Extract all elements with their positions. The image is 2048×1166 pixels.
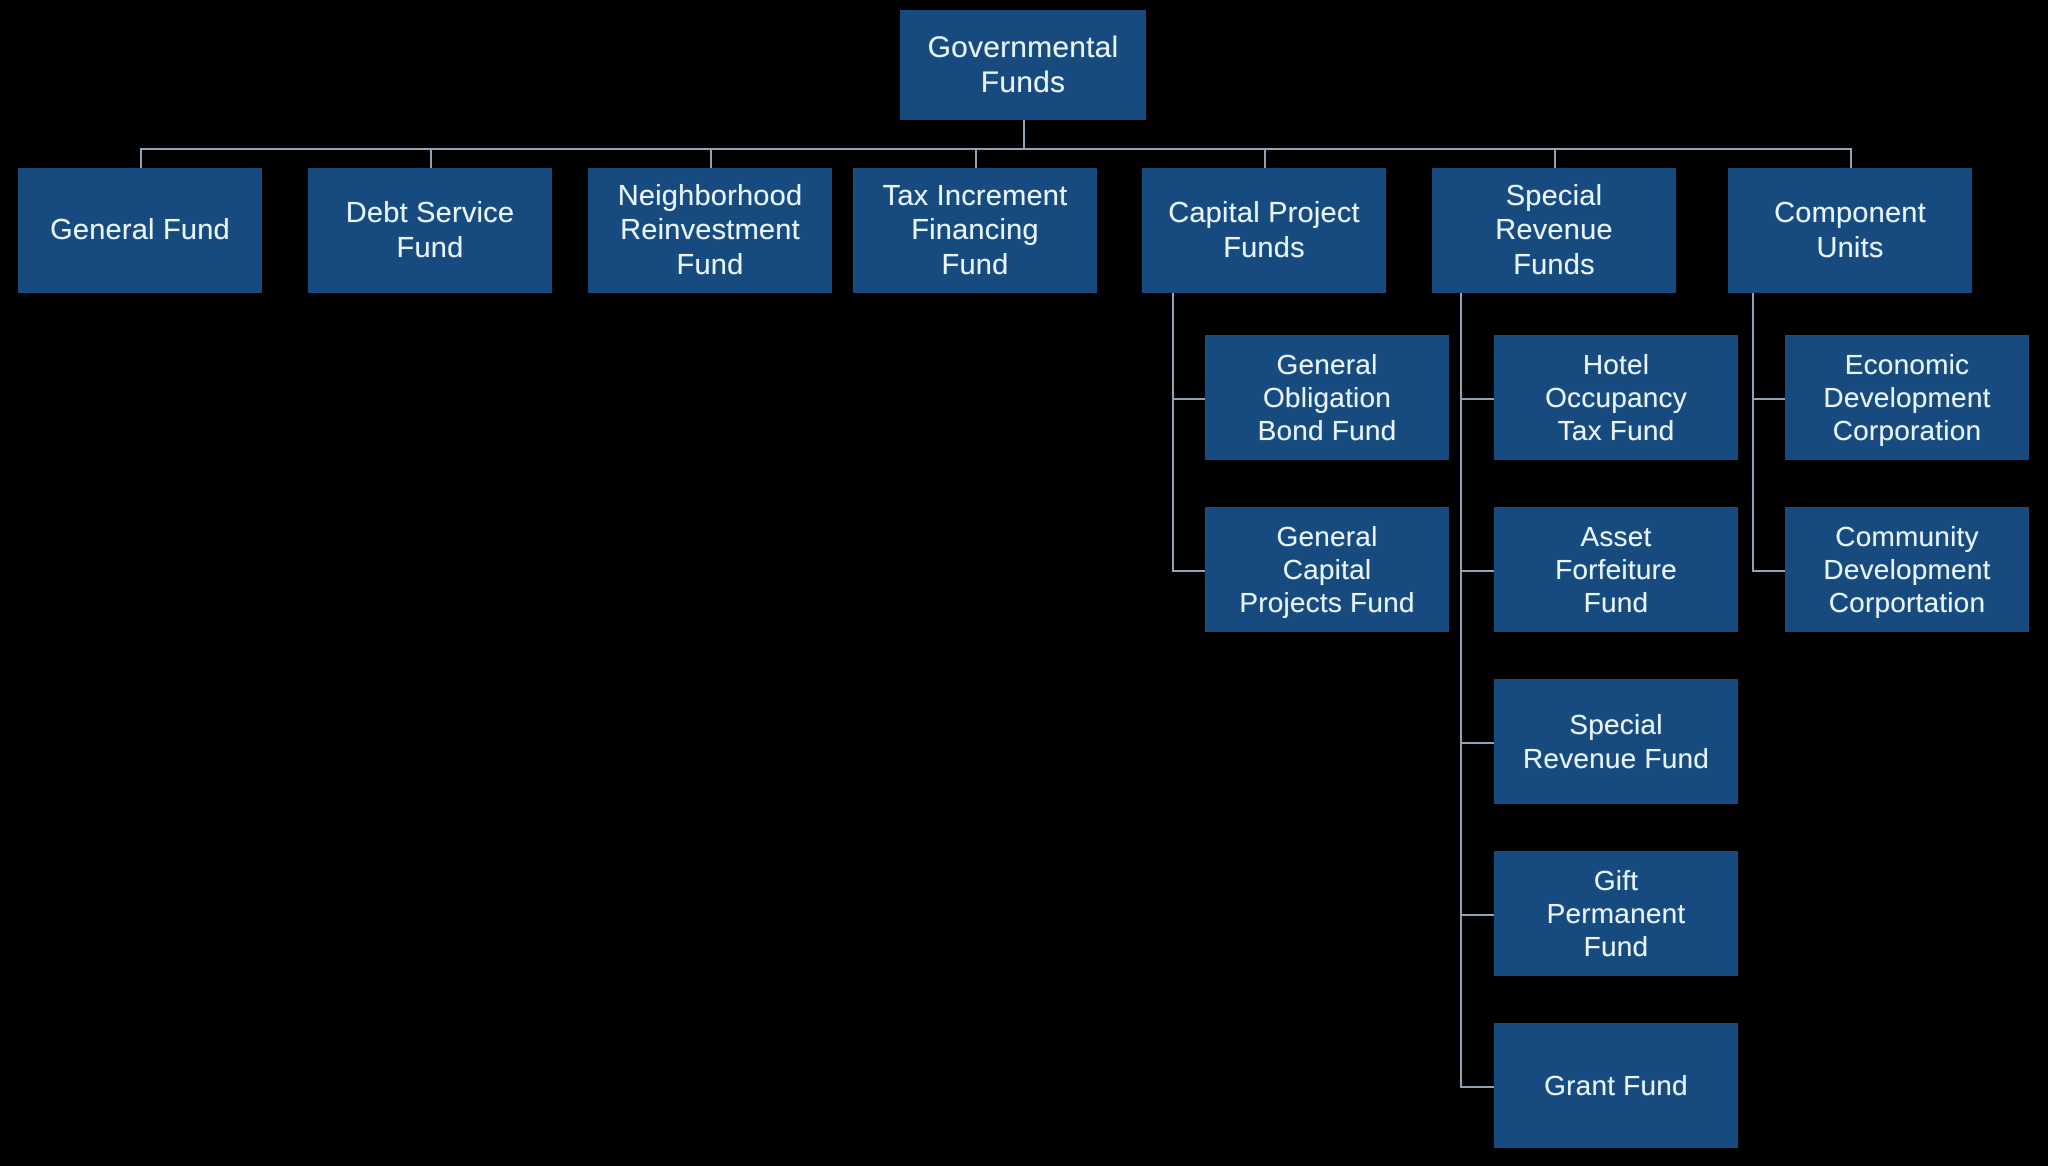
node-gift-permanent-fund[interactable]: Gift Permanent Fund (1494, 851, 1738, 976)
connector-stub-general-capital-projects-fund (1172, 570, 1205, 572)
node-general-capital-projects-fund[interactable]: General Capital Projects Fund (1205, 507, 1449, 632)
connector-drop-neighborhood-reinvestment-fund (710, 148, 712, 168)
connector-stub-community-development-corportation (1752, 570, 1785, 572)
node-debt-service-fund[interactable]: Debt Service Fund (308, 168, 552, 293)
node-grant-fund[interactable]: Grant Fund (1494, 1023, 1738, 1148)
node-economic-development-corporation[interactable]: Economic Development Corporation (1785, 335, 2029, 460)
connector-level2-bus (140, 148, 1850, 150)
node-special-revenue-fund[interactable]: Special Revenue Fund (1494, 679, 1738, 804)
connector-spine-special-revenue-funds (1460, 293, 1462, 1086)
node-component-units[interactable]: Component Units (1728, 168, 1972, 293)
node-neighborhood-reinvestment-fund[interactable]: Neighborhood Reinvestment Fund (588, 168, 832, 293)
connector-drop-component-units (1850, 148, 1852, 168)
connector-drop-debt-service-fund (430, 148, 432, 168)
connector-stub-asset-forfeiture-fund (1460, 570, 1494, 572)
node-hotel-occupancy-tax-fund[interactable]: Hotel Occupancy Tax Fund (1494, 335, 1738, 460)
connector-stub-gift-permanent-fund (1460, 914, 1494, 916)
connector-drop-general-fund (140, 148, 142, 168)
connector-stub-special-revenue-fund (1460, 742, 1494, 744)
node-special-revenue-funds[interactable]: Special Revenue Funds (1432, 168, 1676, 293)
node-tax-increment-financing-fund[interactable]: Tax Increment Financing Fund (853, 168, 1097, 293)
connector-stub-economic-development-corporation (1752, 398, 1785, 400)
node-asset-forfeiture-fund[interactable]: Asset Forfeiture Fund (1494, 507, 1738, 632)
connector-drop-capital-project-funds (1264, 148, 1266, 168)
node-governmental-funds[interactable]: Governmental Funds (900, 10, 1146, 120)
connector-root-stem (1023, 120, 1025, 148)
connector-stub-hotel-occupancy-tax-fund (1460, 398, 1494, 400)
connector-drop-tax-increment-financing-fund (975, 148, 977, 168)
connector-stub-general-obligation-bond-fund (1172, 398, 1205, 400)
node-general-fund[interactable]: General Fund (18, 168, 262, 293)
node-capital-project-funds[interactable]: Capital Project Funds (1142, 168, 1386, 293)
connector-spine-component-units (1752, 293, 1754, 570)
connector-stub-grant-fund (1460, 1086, 1494, 1088)
connector-spine-capital-project-funds (1172, 293, 1174, 570)
connector-drop-special-revenue-funds (1554, 148, 1556, 168)
node-general-obligation-bond-fund[interactable]: General Obligation Bond Fund (1205, 335, 1449, 460)
node-community-development-corportation[interactable]: Community Development Corportation (1785, 507, 2029, 632)
